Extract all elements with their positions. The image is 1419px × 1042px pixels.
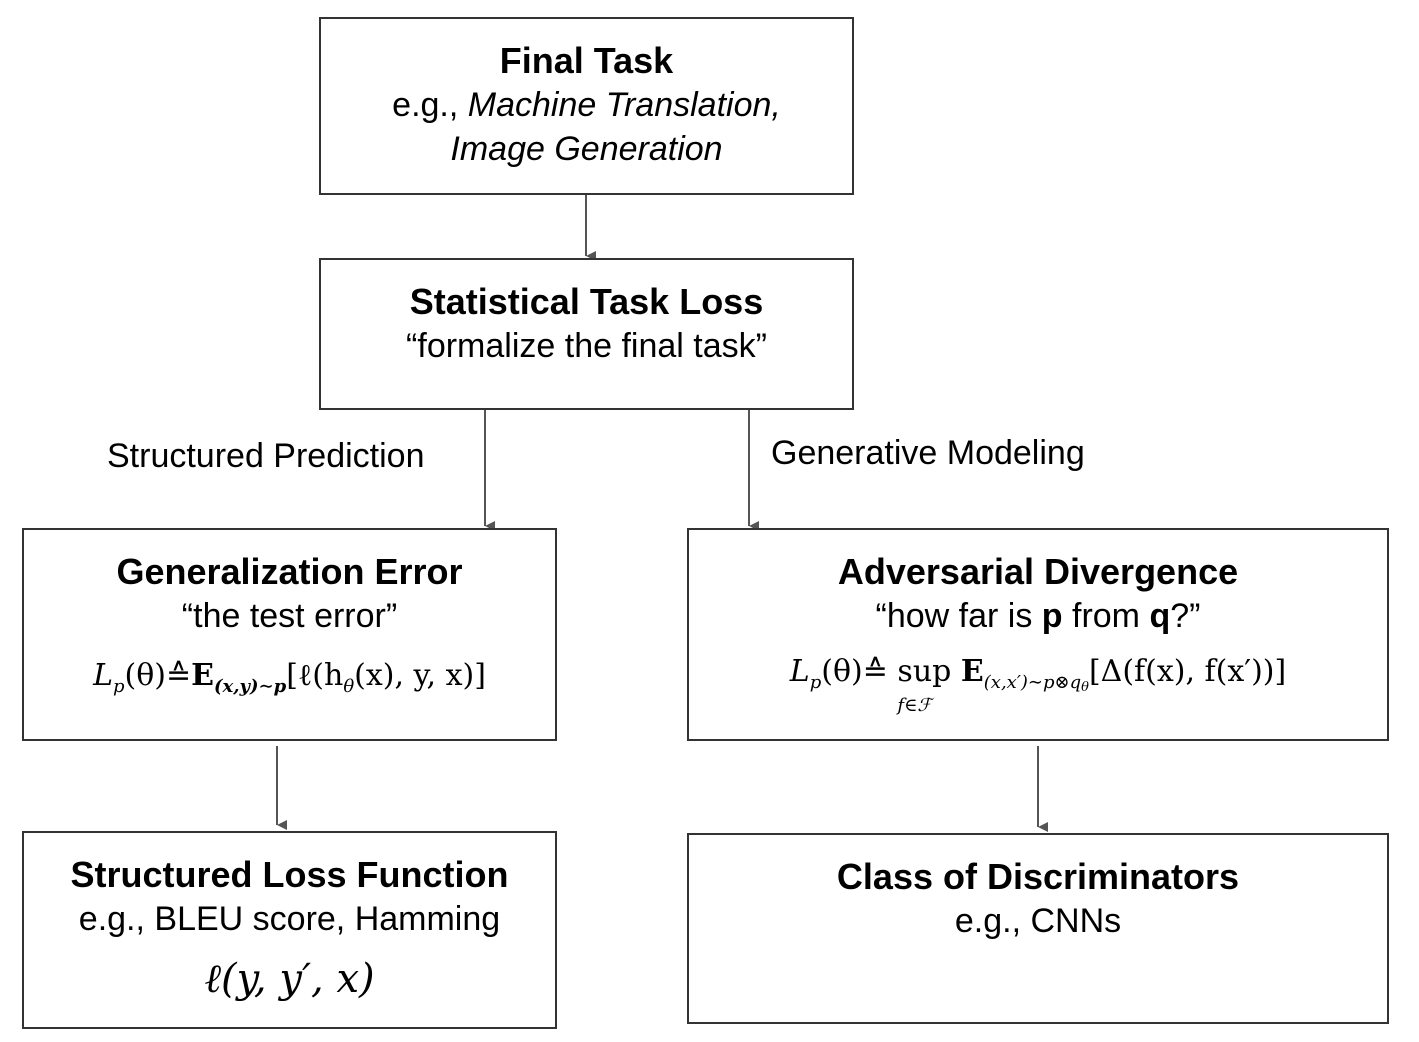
discriminators-box: Class of Discriminators e.g., CNNs [687,833,1389,1024]
discriminators-title: Class of Discriminators [836,856,1240,897]
generalization-error-subtitle: “the test error” [181,597,398,635]
structured-loss-formula: ℓ(y, y′, x) [204,956,375,1002]
statistical-loss-box: Statistical Task Loss “formalize the fin… [319,258,854,410]
generalization-error-box: Generalization Error “the test error” Lp… [22,528,557,741]
generalization-error-formula: Lp(θ)≙E(x,y)∼p[ℓ(hθ(x), y, x)] [93,658,486,697]
final-task-example-2: Image Generation [450,130,723,168]
adversarial-divergence-subtitle: “how far is p from q?” [875,597,1201,635]
structured-loss-box: Structured Loss Function e.g., BLEU scor… [22,831,557,1029]
adversarial-divergence-title: Adversarial Divergence [837,551,1239,592]
structured-loss-title: Structured Loss Function [70,854,509,895]
final-task-examples: e.g., Machine Translation, [321,83,852,127]
final-task-title: Final Task [499,40,674,81]
statistical-loss-subtitle: “formalize the final task” [406,327,767,365]
statistical-loss-title: Statistical Task Loss [409,281,764,322]
final-task-prefix: e.g., [392,86,468,124]
structured-loss-subtitle: e.g., BLEU score, Hamming [78,900,501,938]
edge-label-structured-prediction: Structured Prediction [107,437,425,475]
discriminators-subtitle: e.g., CNNs [954,902,1122,940]
adversarial-divergence-box: Adversarial Divergence “how far is p fro… [687,528,1389,741]
generalization-error-title: Generalization Error [116,551,463,592]
final-task-box: Final Task e.g., Machine Translation, Im… [319,17,854,195]
edge-label-generative-modeling: Generative Modeling [771,434,1085,472]
final-task-example-1: Machine Translation, [467,86,781,124]
